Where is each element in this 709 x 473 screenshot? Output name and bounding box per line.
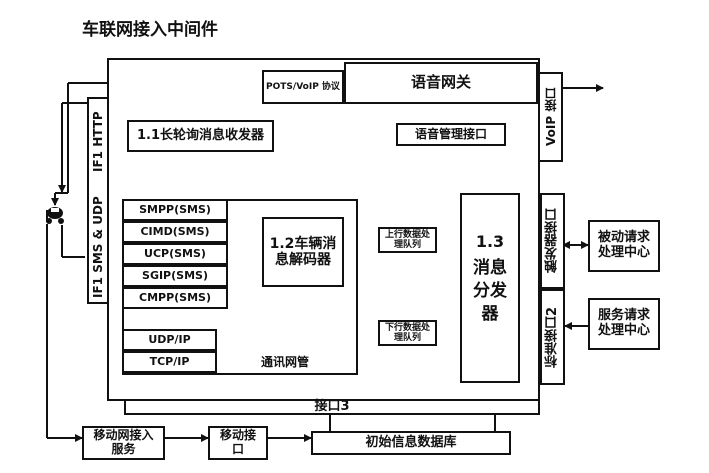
upstream-queue: 上行数据处理队列 — [378, 227, 437, 253]
voip-interface-box — [538, 72, 563, 162]
initial-info-database: 初始信息数据库 — [311, 431, 511, 455]
if1-sms-udp-label: IF1 SMS & UDP — [91, 196, 105, 298]
protocol-ucp: UCP(SMS) — [122, 243, 228, 265]
vehicle-message-decoder: 1.2车辆消息解码器 — [262, 217, 344, 287]
dispatcher-label: 消息分发器 — [473, 258, 507, 324]
passive-request-center: 被动请求处理中心 — [588, 220, 660, 272]
dispatcher-number: 1.3 — [475, 232, 505, 251]
standard-interface2-box — [540, 289, 565, 385]
voice-gateway: 语音网关 — [344, 62, 538, 104]
voip-interface-label: VoIP 接口 — [544, 87, 558, 147]
voice-mgmt-interface: 语音管理接口 — [396, 123, 506, 146]
protocol-smpp: SMPP(SMS) — [122, 199, 228, 221]
transport-udp: UDP/IP — [122, 329, 217, 351]
if1-strip — [87, 97, 109, 304]
trigger-interface-label: 触发器接口 — [545, 208, 560, 274]
trigger-interface-box — [540, 193, 565, 289]
downstream-queue: 下行数据处理队列 — [378, 320, 437, 346]
interface3: 接口3 — [124, 399, 540, 415]
standard-interface2-label: 标准接口2 — [545, 306, 560, 368]
pots-voip-protocol: POTS/VoIP 协议 — [262, 70, 344, 104]
mobile-interface: 移动接口 — [208, 426, 268, 460]
protocol-cimd: CIMD(SMS) — [122, 221, 228, 243]
if1-http-label: IF1 HTTP — [91, 111, 105, 173]
transport-tcp: TCP/IP — [122, 351, 217, 373]
protocol-sgip: SGIP(SMS) — [122, 265, 228, 287]
vehicle-icon — [46, 207, 64, 224]
long-poll-transceiver: 1.1长轮询消息收发器 — [127, 120, 274, 152]
message-dispatcher: 1.3 消息分发器 — [460, 193, 520, 383]
diagram-title: 车联网接入中间件 — [82, 20, 218, 41]
mobile-access-service: 移动网接入服务 — [82, 426, 165, 460]
comm-mgmt-label: 通讯网管 — [260, 355, 309, 370]
protocol-cmpp: CMPP(SMS) — [122, 287, 228, 309]
service-request-center: 服务请求处理中心 — [588, 298, 660, 350]
